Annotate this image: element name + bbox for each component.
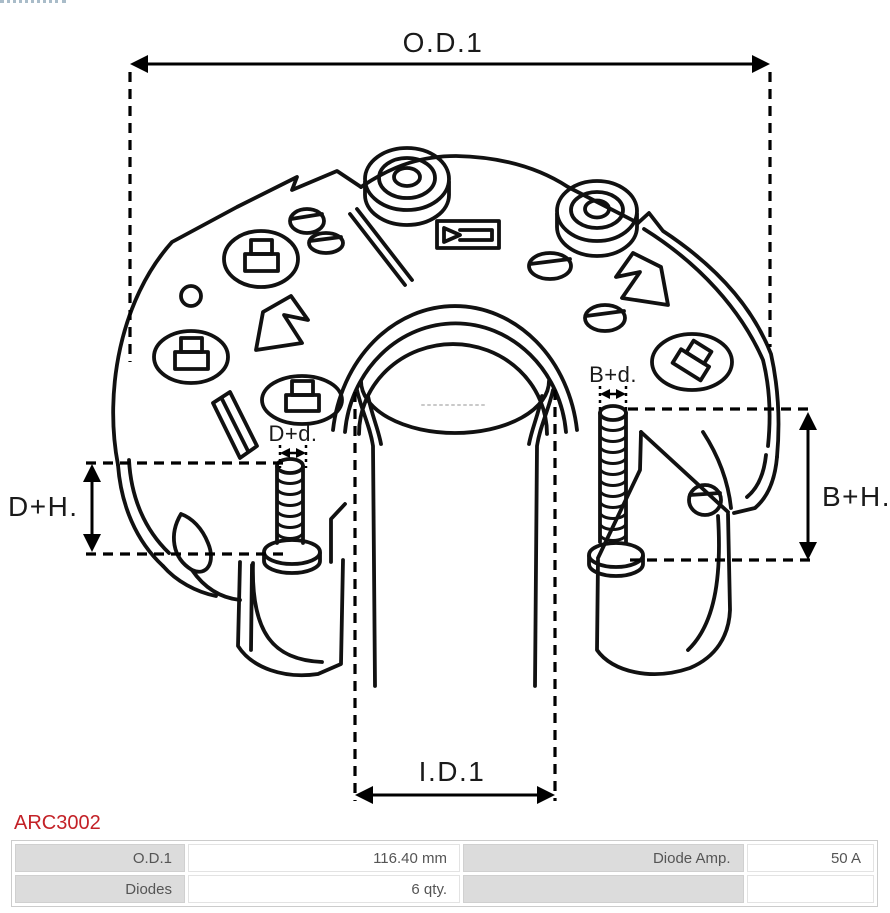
dimension-label-dh: D+H.: [8, 491, 79, 522]
spec-value-cell-diode-amp: 50 A: [746, 844, 874, 872]
rectifier-drawing: O.D.1 I.D.1 D+H. B+H. D+d.: [8, 27, 890, 804]
spec-row: Diodes 6 qty.: [15, 875, 874, 903]
dimension-label-id1: I.D.1: [419, 756, 486, 787]
spec-label-cell-empty: [463, 875, 744, 903]
dimension-label-dd: D+d.: [268, 421, 317, 446]
product-code-link[interactable]: ARC3002: [14, 812, 101, 834]
spec-row: O.D.1 116.40 mm Diode Amp. 50 A: [15, 844, 874, 872]
spec-value-cell-diodes: 6 qty.: [188, 875, 460, 903]
dimension-label-od1: O.D.1: [403, 27, 484, 58]
spec-label-cell-od1: O.D.1: [15, 844, 185, 872]
cropped-logo-artifact: [0, 0, 66, 3]
spec-value-cell-od1: 116.40 mm: [188, 844, 460, 872]
dimension-label-bh: B+H.: [822, 481, 890, 512]
technical-diagram: O.D.1 I.D.1 D+H. B+H. D+d.: [8, 27, 890, 804]
spec-label-cell-diodes: Diodes: [15, 875, 185, 903]
dimension-annotations: O.D.1 I.D.1 D+H. B+H. D+d.: [8, 27, 890, 804]
spec-label-cell-diode-amp: Diode Amp.: [463, 844, 744, 872]
spec-table: O.D.1 116.40 mm Diode Amp. 50 A Diodes 6…: [11, 840, 878, 907]
spec-value-cell-empty: [746, 875, 874, 903]
part-outline: [111, 146, 781, 688]
dimension-label-bd: B+d.: [589, 362, 637, 387]
